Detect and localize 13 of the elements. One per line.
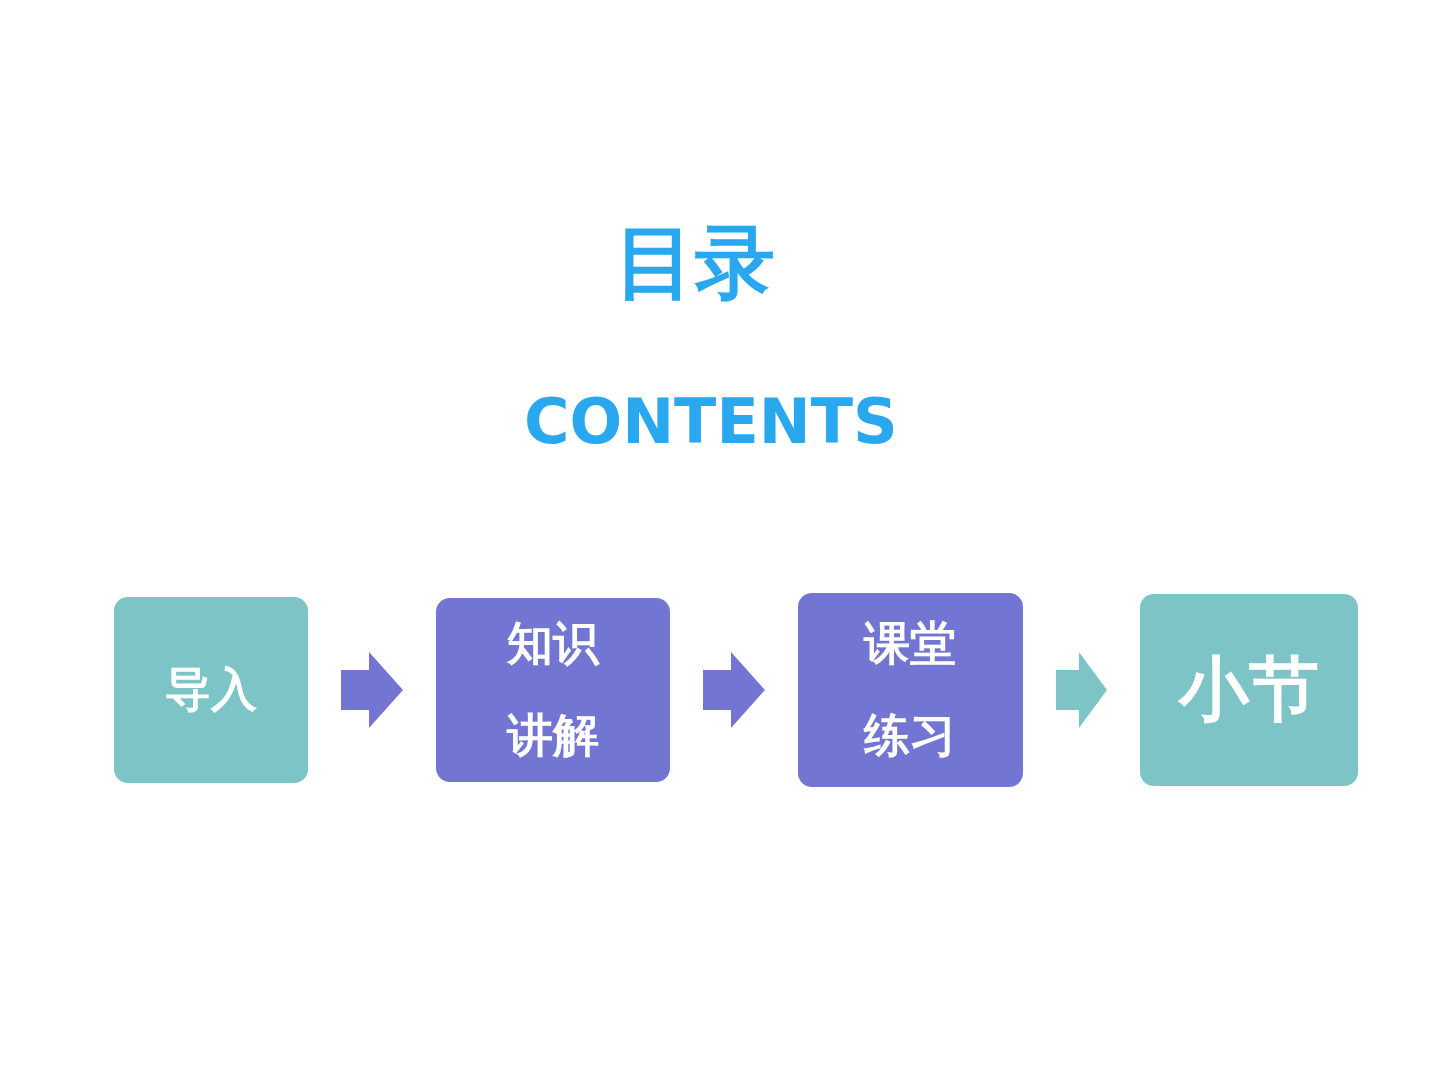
process-box xyxy=(114,597,308,783)
process-box xyxy=(1140,594,1358,786)
process-box xyxy=(436,598,670,782)
step-label: 小节 xyxy=(1179,650,1319,730)
block-arrow xyxy=(703,652,765,728)
process-box xyxy=(798,593,1023,787)
subtitle: CONTENTS xyxy=(524,385,898,458)
title: 目录 xyxy=(614,215,776,311)
block-arrow xyxy=(341,652,403,728)
step-label: 知识讲解 xyxy=(505,617,601,763)
step-label: 导入 xyxy=(165,663,257,718)
step-label: 课堂练习 xyxy=(862,617,958,763)
block-arrow xyxy=(1056,652,1107,728)
